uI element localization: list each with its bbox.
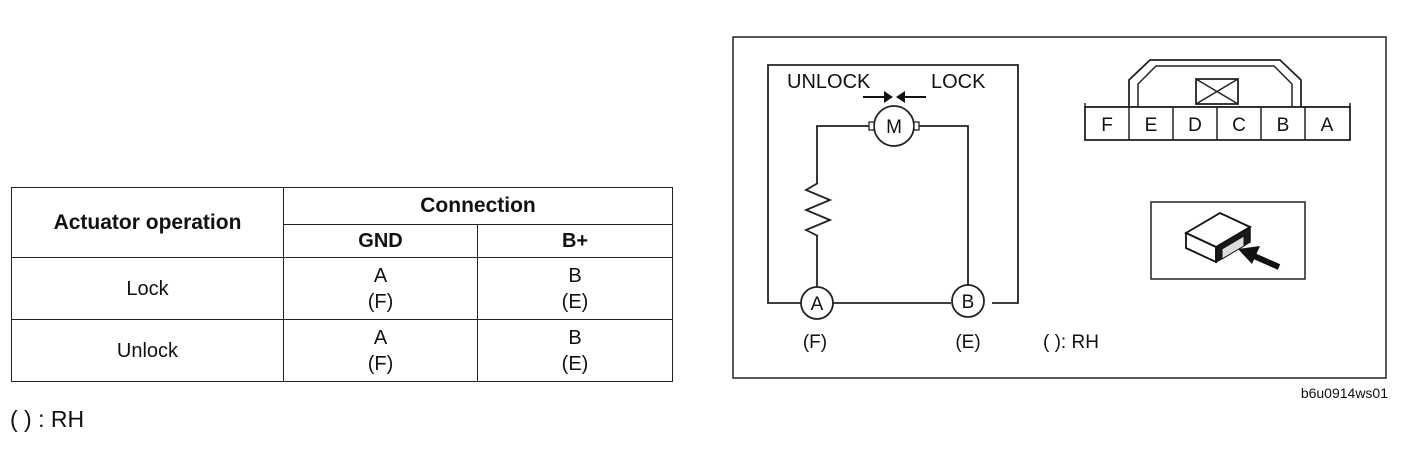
wire-right <box>917 125 969 287</box>
gnd-terminal-rh: (F) <box>367 352 394 375</box>
bplus-terminal-rh: (E) <box>561 290 589 313</box>
gnd-terminal: A <box>373 264 388 287</box>
terminal-a-rh: (F) <box>803 332 827 353</box>
unlock-label: UNLOCK <box>787 71 871 93</box>
terminal-a: A <box>800 286 834 320</box>
lock-label: LOCK <box>931 71 986 93</box>
table-rh-note: ( ) : RH <box>10 406 85 432</box>
connector-face: F E D C B A <box>1084 59 1351 141</box>
terminal-b: B <box>951 284 985 318</box>
diagram-rh-note: ( ): RH <box>1043 332 1099 353</box>
gnd-terminal: A <box>373 326 388 349</box>
bplus-terminal: B <box>568 264 582 287</box>
row-gnd: A (F) <box>283 319 478 382</box>
motor-label: M <box>886 117 902 138</box>
lock-tab-icon <box>1195 78 1239 105</box>
connector-pin-label: F <box>1101 115 1113 136</box>
connector-view-inset <box>1150 201 1306 280</box>
connector-pin-label: E <box>1145 115 1158 136</box>
header-connection: Connection <box>283 187 673 225</box>
table-row: Unlock A (F) B (E) <box>11 319 673 382</box>
header-actuator-operation: Actuator operation <box>11 187 284 258</box>
row-bplus: B (E) <box>477 257 673 320</box>
connector-3d-icon <box>1184 211 1252 264</box>
header-bplus: B+ <box>477 224 673 258</box>
unlock-arrow-icon <box>863 91 893 103</box>
motor-icon: M <box>868 105 920 147</box>
row-bplus: B (E) <box>477 319 673 382</box>
view-direction-arrow-icon <box>1238 246 1281 270</box>
resistor-icon <box>803 182 833 237</box>
connector-pin-label: A <box>1321 115 1334 136</box>
gnd-terminal-rh: (F) <box>367 290 394 313</box>
lock-arrow-icon <box>896 91 926 103</box>
bplus-terminal: B <box>568 326 582 349</box>
row-operation: Unlock <box>11 319 284 382</box>
actuator-connection-table: Actuator operation Connection GND B+ Loc… <box>11 187 673 382</box>
connector-pin-label: D <box>1188 115 1202 136</box>
terminal-b-rh: (E) <box>955 332 980 353</box>
wire-left <box>816 125 871 183</box>
terminal-b-label: B <box>962 292 975 313</box>
connector-pin-label: B <box>1277 115 1290 136</box>
figure-code: b6u0914ws01 <box>1301 385 1388 401</box>
connector-pin-label: C <box>1232 115 1246 136</box>
circuit-enclosure <box>767 64 1019 304</box>
bplus-terminal-rh: (E) <box>561 352 589 375</box>
terminal-a-label: A <box>811 294 824 315</box>
diagram-frame <box>732 36 1387 379</box>
table-row: Lock A (F) B (E) <box>11 257 673 320</box>
